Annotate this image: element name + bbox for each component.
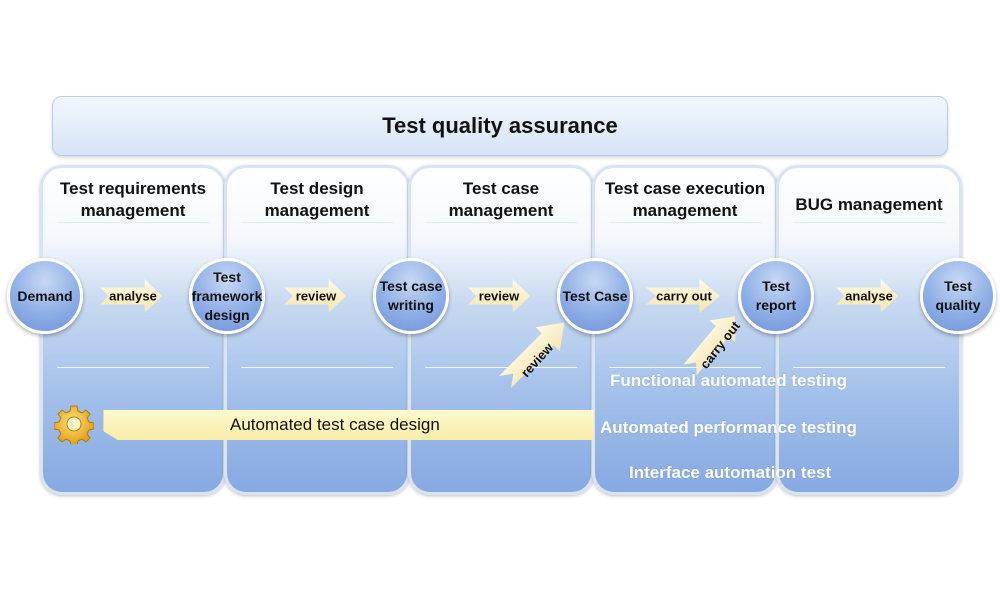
automation-design-label: Automated test case design — [230, 415, 440, 434]
automated-performance-testing-label: Automated performance testing — [600, 418, 857, 437]
column-title: BUG management — [795, 195, 943, 214]
node-test-report: Test report — [738, 258, 814, 334]
divider — [241, 367, 393, 368]
divider — [609, 222, 761, 223]
node-label: Test framework design — [191, 268, 263, 323]
node-demand: Demand — [7, 258, 83, 334]
node-test-case: Test Case — [557, 258, 633, 334]
divider — [793, 222, 945, 223]
arrow-label: review — [295, 288, 337, 304]
node-test-case-writing: Test case writing — [373, 258, 449, 334]
column-title: Test requirements management — [59, 179, 207, 220]
column-design: Test design management — [224, 165, 410, 495]
divider — [241, 222, 393, 223]
column-title: Test case management — [448, 179, 554, 220]
divider — [425, 367, 577, 368]
divider — [57, 222, 209, 223]
column-execution: Test case execution management — [592, 165, 778, 495]
automation-design-bar — [103, 410, 594, 440]
divider — [609, 367, 761, 368]
arrow-label: analyse — [845, 288, 893, 304]
arrow-label: carry out — [656, 288, 712, 304]
divider — [57, 367, 209, 368]
node-label: Test quality — [935, 278, 981, 313]
node-label: Test case writing — [379, 278, 443, 313]
node-label: Demand — [17, 287, 73, 304]
divider — [425, 222, 577, 223]
interface-automation-test-label: Interface automation test — [629, 463, 832, 482]
node-test-quality: Test quality — [920, 258, 996, 334]
column-title: Test case execution management — [604, 179, 766, 220]
node-label: Test report — [755, 278, 797, 313]
column-requirements: Test requirements management — [40, 165, 226, 495]
node-label: Test Case — [562, 287, 628, 304]
arrow-label: review — [478, 288, 520, 304]
functional-automated-testing-label: Functional automated testing — [610, 371, 848, 390]
divider — [793, 367, 945, 368]
arrow-label: analyse — [109, 288, 157, 304]
node-framework-design: Test framework design — [189, 258, 265, 334]
column-title: Test design management — [264, 179, 370, 220]
column-bug: BUG management — [776, 165, 962, 495]
column-test-case: Test case management — [408, 165, 594, 495]
gear-icon — [54, 405, 94, 444]
banner-title: Test quality assurance — [382, 113, 618, 138]
quality-assurance-banner: Test quality assurance — [52, 96, 948, 156]
